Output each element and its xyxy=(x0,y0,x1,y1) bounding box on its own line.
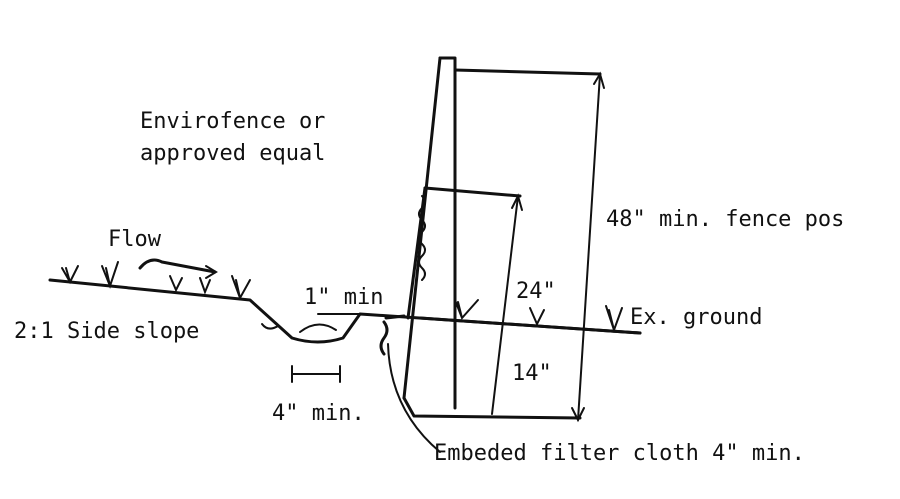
fence-fabric xyxy=(379,186,642,356)
side-slope-pointer xyxy=(261,323,279,330)
dimension-lines xyxy=(491,71,605,423)
flow-label: Flow xyxy=(108,227,162,252)
side-slope-label: 2:1 Side slope xyxy=(14,319,199,344)
trench-depth-label: 1" min xyxy=(304,285,383,310)
ground-label: Ex. ground xyxy=(630,305,762,330)
fence-post xyxy=(402,56,602,420)
post-embed-label: 14" xyxy=(512,361,552,386)
flow-arrow xyxy=(138,258,218,279)
filter-cloth-label: Embeded filter cloth 4" min. xyxy=(434,441,805,466)
filter-cloth-leader xyxy=(387,343,441,453)
post-length-label: 48" min. fence pos xyxy=(606,207,844,232)
fence-height-label: 24" xyxy=(516,279,556,304)
fence-type-label-line2: approved equal xyxy=(140,141,325,166)
trench-width-label: 4" min. xyxy=(272,401,365,426)
fence-type-label-line1: Envirofence or xyxy=(140,109,325,134)
ground-line xyxy=(48,278,642,344)
trench xyxy=(291,313,361,383)
